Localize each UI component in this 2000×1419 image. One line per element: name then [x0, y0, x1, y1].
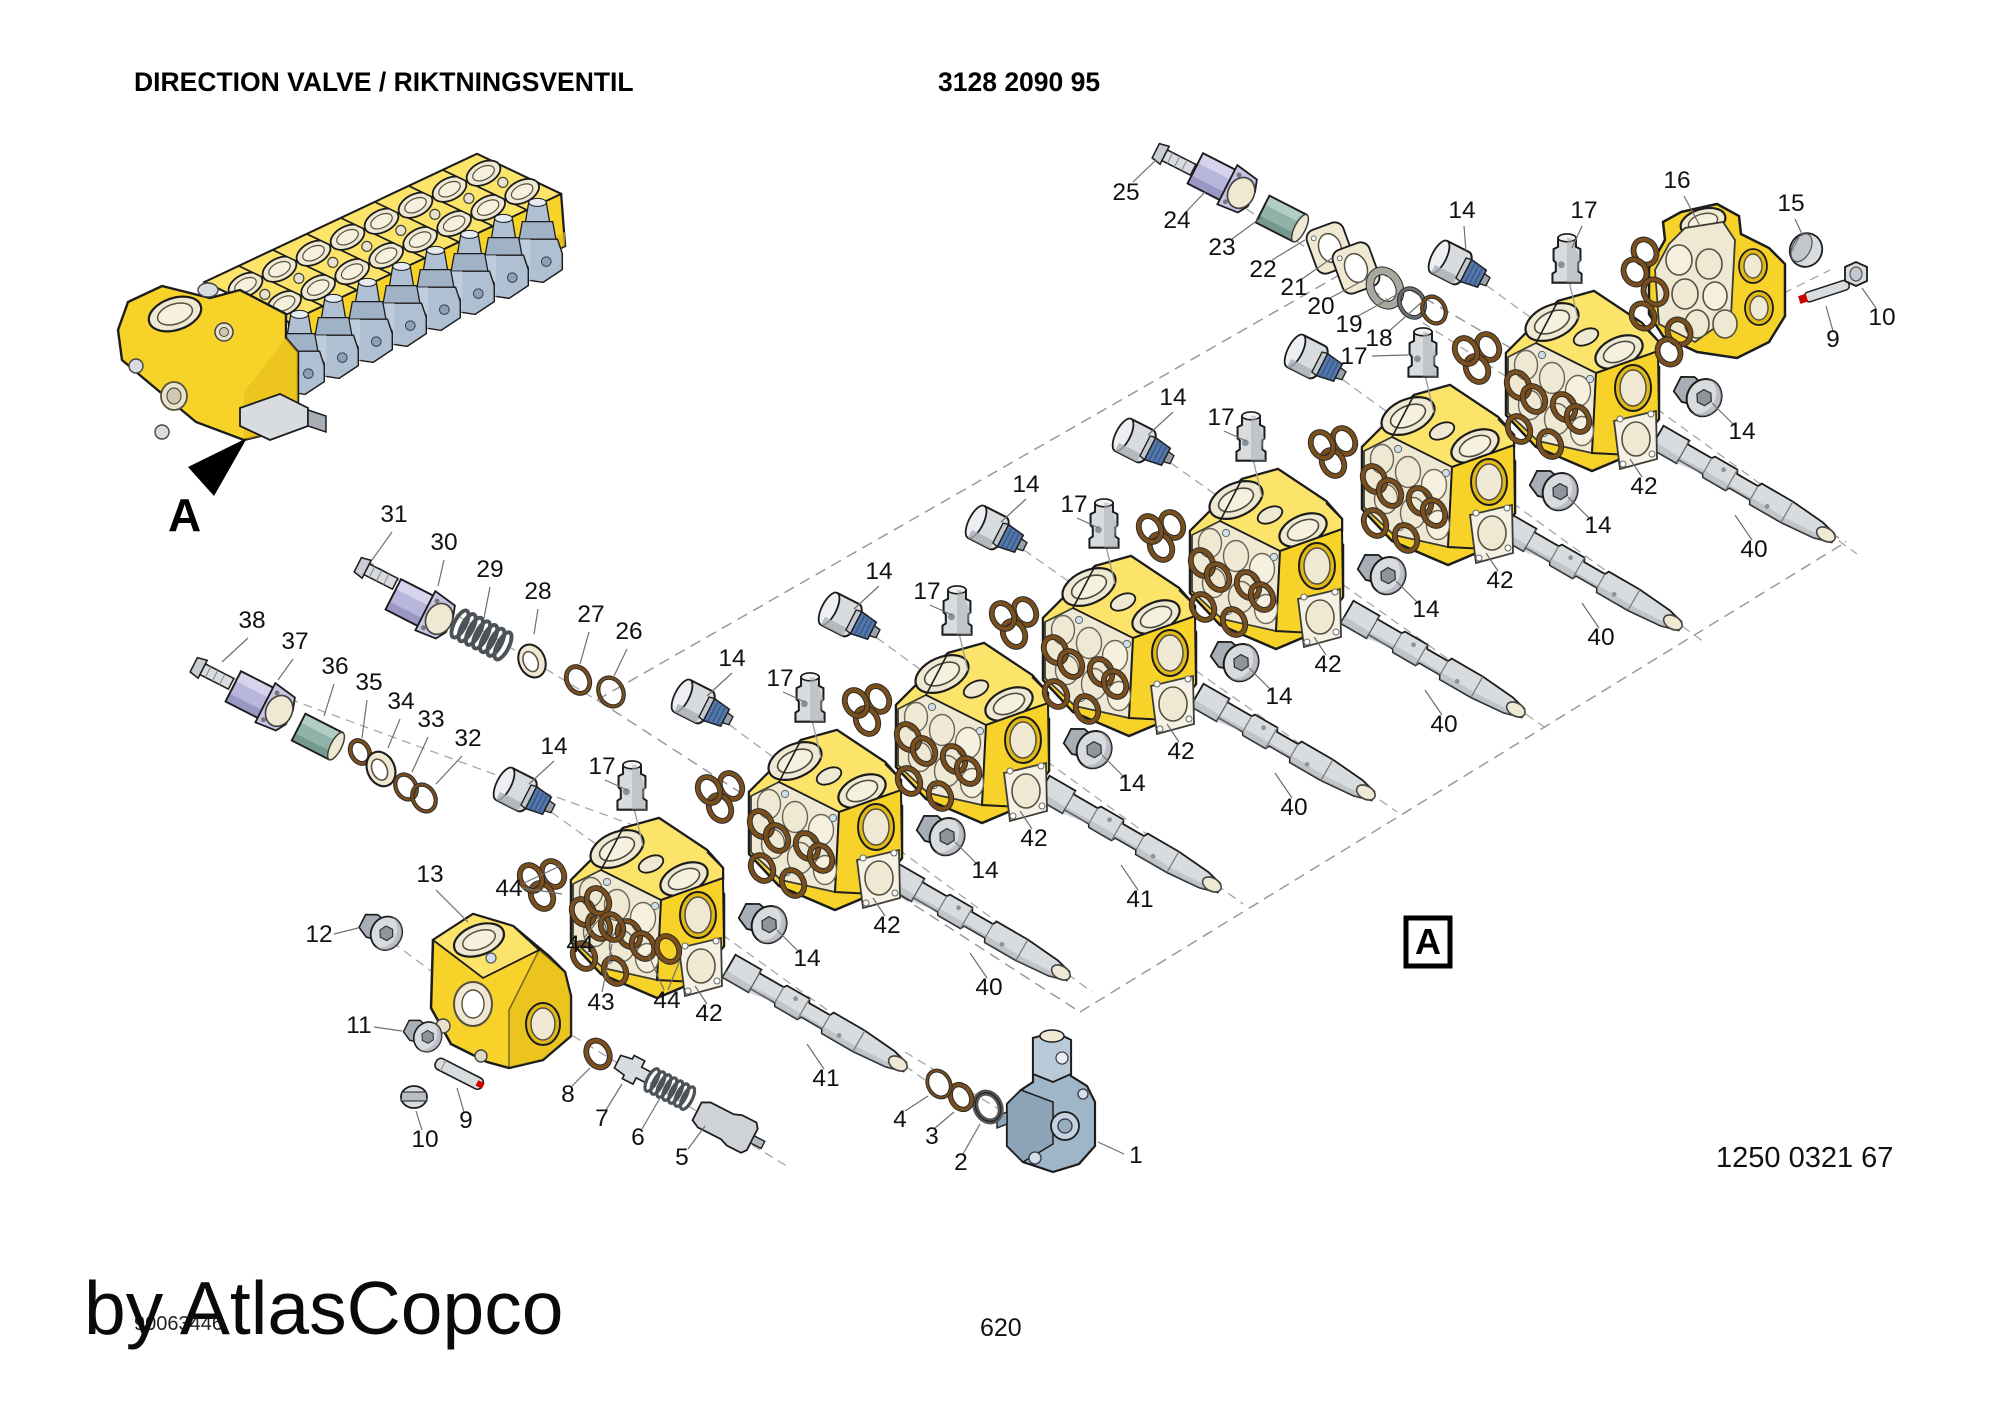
svg-text:25: 25: [1112, 179, 1139, 206]
svg-text:17: 17: [1340, 343, 1367, 370]
svg-text:40: 40: [1740, 536, 1767, 563]
svg-text:2: 2: [954, 1149, 968, 1176]
svg-text:32: 32: [454, 725, 481, 752]
svg-text:28: 28: [524, 578, 551, 605]
svg-text:44: 44: [653, 987, 680, 1014]
svg-text:3: 3: [925, 1123, 939, 1150]
svg-text:14: 14: [1448, 197, 1475, 224]
svg-text:44: 44: [566, 931, 593, 958]
svg-text:4: 4: [893, 1106, 907, 1133]
svg-text:31: 31: [380, 501, 407, 528]
svg-text:43: 43: [587, 989, 614, 1016]
svg-text:5: 5: [675, 1144, 689, 1171]
svg-text:14: 14: [1265, 683, 1292, 710]
svg-text:90063446: 90063446: [134, 1313, 223, 1335]
svg-text:A: A: [1415, 921, 1441, 962]
svg-text:14: 14: [793, 945, 820, 972]
svg-text:by AtlasCopco: by AtlasCopco: [84, 1266, 563, 1350]
svg-text:14: 14: [971, 857, 998, 884]
svg-text:9: 9: [1826, 326, 1840, 353]
svg-text:44: 44: [495, 875, 522, 902]
svg-text:18: 18: [1365, 325, 1392, 352]
svg-text:14: 14: [1159, 384, 1186, 411]
svg-text:14: 14: [865, 558, 892, 585]
svg-text:19: 19: [1335, 311, 1362, 338]
svg-text:7: 7: [595, 1105, 609, 1132]
svg-text:9: 9: [459, 1107, 473, 1134]
svg-text:24: 24: [1163, 207, 1190, 234]
svg-text:42: 42: [695, 1000, 722, 1027]
svg-text:33: 33: [417, 706, 444, 733]
svg-text:DIRECTION VALVE / RIKTNINGSVEN: DIRECTION VALVE / RIKTNINGSVENTIL: [134, 67, 634, 97]
svg-text:1250 0321 67: 1250 0321 67: [1716, 1142, 1893, 1174]
svg-text:A: A: [168, 489, 201, 541]
svg-text:14: 14: [1118, 770, 1145, 797]
svg-text:13: 13: [416, 861, 443, 888]
svg-text:15: 15: [1777, 190, 1804, 217]
svg-text:27: 27: [577, 601, 604, 628]
svg-text:1: 1: [1129, 1142, 1143, 1169]
svg-text:41: 41: [812, 1065, 839, 1092]
svg-text:34: 34: [387, 688, 414, 715]
svg-text:17: 17: [1060, 491, 1087, 518]
svg-text:42: 42: [1020, 825, 1047, 852]
svg-text:42: 42: [873, 912, 900, 939]
svg-text:10: 10: [411, 1126, 438, 1153]
svg-text:40: 40: [1280, 794, 1307, 821]
svg-text:6: 6: [631, 1124, 645, 1151]
svg-text:14: 14: [1584, 512, 1611, 539]
svg-text:17: 17: [588, 753, 615, 780]
svg-text:11: 11: [346, 1012, 371, 1039]
svg-text:12: 12: [305, 921, 332, 948]
svg-text:29: 29: [476, 556, 503, 583]
svg-text:36: 36: [321, 653, 348, 680]
svg-text:17: 17: [1570, 197, 1597, 224]
svg-text:17: 17: [1207, 404, 1234, 431]
svg-text:17: 17: [766, 665, 793, 692]
svg-text:40: 40: [975, 974, 1002, 1001]
svg-text:26: 26: [615, 618, 642, 645]
svg-text:42: 42: [1314, 651, 1341, 678]
svg-text:20: 20: [1307, 293, 1334, 320]
svg-text:22: 22: [1249, 256, 1276, 283]
svg-text:8: 8: [561, 1081, 575, 1108]
svg-text:30: 30: [430, 529, 457, 556]
svg-text:35: 35: [355, 669, 382, 696]
svg-text:37: 37: [281, 628, 308, 655]
svg-text:3128 2090 95: 3128 2090 95: [938, 67, 1100, 97]
svg-text:620: 620: [980, 1314, 1022, 1342]
svg-text:14: 14: [718, 645, 745, 672]
svg-text:40: 40: [1430, 711, 1457, 738]
svg-text:41: 41: [1126, 886, 1153, 913]
svg-text:21: 21: [1280, 274, 1307, 301]
svg-text:38: 38: [238, 607, 265, 634]
svg-text:14: 14: [540, 733, 567, 760]
svg-text:14: 14: [1412, 596, 1439, 623]
svg-text:14: 14: [1728, 418, 1755, 445]
svg-text:17: 17: [913, 578, 940, 605]
svg-text:40: 40: [1587, 624, 1614, 651]
svg-text:10: 10: [1868, 304, 1895, 331]
svg-text:42: 42: [1167, 738, 1194, 765]
svg-text:42: 42: [1630, 473, 1657, 500]
svg-text:14: 14: [1012, 471, 1039, 498]
svg-text:42: 42: [1486, 567, 1513, 594]
svg-text:16: 16: [1663, 167, 1690, 194]
svg-text:23: 23: [1208, 234, 1235, 261]
